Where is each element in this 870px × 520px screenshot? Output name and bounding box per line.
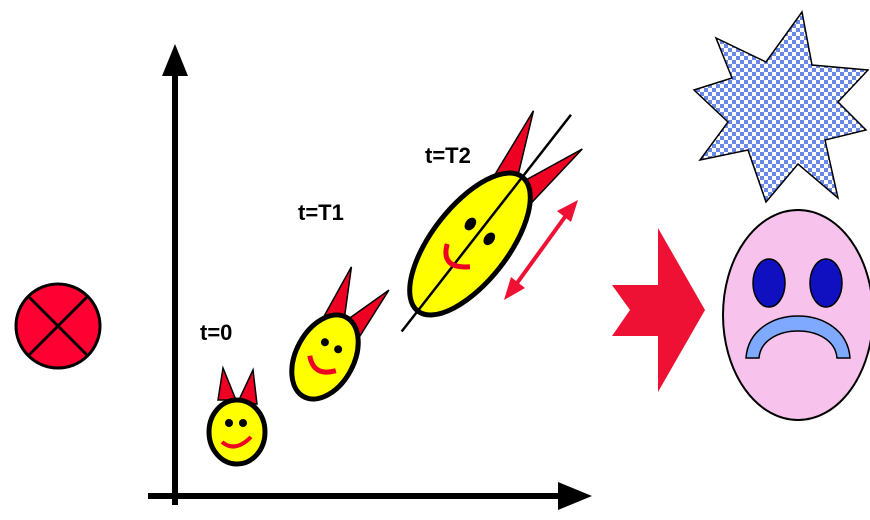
sad-face-icon: [722, 209, 870, 421]
double-arrow-icon: [504, 200, 578, 300]
devil-face-t2: [400, 110, 583, 333]
label-t2: t=T2: [425, 143, 471, 168]
cross-circle-icon: [14, 282, 102, 370]
devil-face-t1: [289, 266, 390, 402]
horn-left: [217, 365, 238, 401]
frown: [745, 315, 851, 359]
x-axis-arrowhead: [558, 482, 592, 510]
face: [289, 312, 361, 402]
explosion-burst-icon: [692, 10, 870, 204]
sad-face: [722, 209, 870, 421]
eye: [334, 345, 343, 354]
smile: [307, 355, 337, 375]
y-axis-arrowhead: [162, 44, 188, 76]
smile: [443, 243, 471, 270]
devil-face-t0: [206, 365, 268, 467]
eye: [320, 338, 329, 347]
eye: [239, 419, 247, 427]
smile: [220, 435, 253, 449]
eye: [225, 419, 233, 427]
axes: [148, 44, 592, 510]
right-arrow-icon: [612, 228, 705, 392]
sad-eye: [752, 258, 786, 308]
eye: [464, 217, 477, 231]
stretch-axis-line: [400, 113, 572, 333]
label-t1: t=T1: [298, 200, 344, 225]
sad-eye: [809, 258, 843, 308]
label-t0: t=0: [200, 320, 232, 345]
face: [206, 397, 268, 467]
eye: [483, 232, 496, 246]
